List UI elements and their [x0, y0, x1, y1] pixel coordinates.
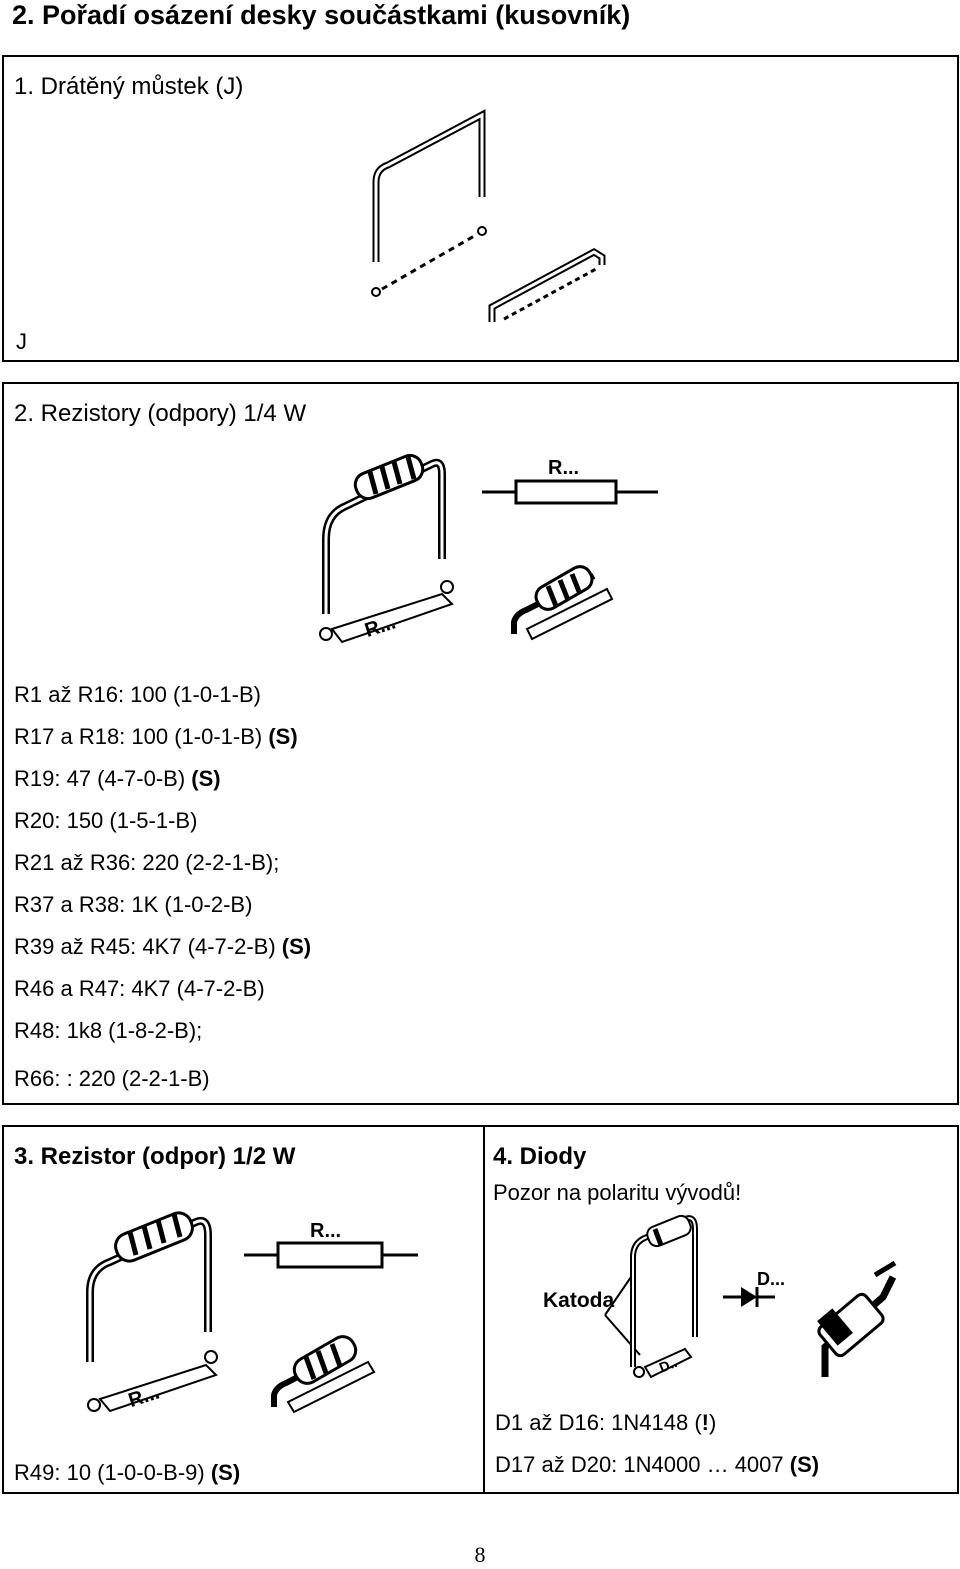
section4-subtitle: Pozor na polaritu vývodů!: [493, 1180, 742, 1205]
resistor-line-6: R37 a R38: 1K (1-0-2-B): [14, 892, 253, 917]
resistor-half-watt-line: R49: 10 (1-0-0-B-9) (S): [14, 1460, 241, 1485]
resistor-line-10: R66: : 220 (2-2-1-B): [14, 1066, 210, 1091]
section1-label: J: [16, 329, 27, 354]
footprint-label: R...: [362, 611, 398, 642]
footprint-label-half: R...: [126, 1381, 162, 1412]
symbol-label-half: R...: [310, 1220, 341, 1242]
resistor-line-8: R46 a R47: 4K7 (4-7-2-B): [14, 976, 265, 1001]
section3-title: 3. Rezistor (odpor) 1/2 W: [14, 1143, 296, 1170]
page-number: 8: [474, 1542, 486, 1567]
resistor-line-3: R19: 47 (4-7-0-B) (S): [14, 766, 221, 791]
resistor-line-1: R1 až R16: 100 (1-0-1-B): [14, 682, 261, 707]
section-wire-bridge: 1. Drátěný můstek (J) J: [2, 55, 959, 362]
page-heading: 2. Pořadí osázení desky součástkami (kus…: [12, 0, 631, 30]
diode-symbol-label: D...: [757, 1269, 785, 1289]
resistor-line-9: R48: 1k8 (1-8-2-B);: [14, 1018, 203, 1043]
svg-text:D..: D..: [657, 1354, 680, 1376]
section-resistors-quarter-watt: 2. Rezistory (odpory) 1/4 W R... R... R1…: [2, 382, 959, 1105]
diode-line-1: D1 až D16: 1N4148 (!): [495, 1410, 717, 1435]
resistor-line-4: R20: 150 (1-5-1-B): [14, 808, 198, 833]
section-diodes: 4. Diody Pozor na polaritu vývodů! Katod…: [483, 1125, 959, 1494]
symbol-label: R...: [548, 457, 579, 479]
resistor-line-5: R21 až R36: 220 (2-2-1-B);: [14, 850, 280, 875]
section1-title: 1. Drátěný můstek (J): [14, 73, 244, 100]
resistor-line-2: R17 a R18: 100 (1-0-1-B) (S): [14, 724, 298, 749]
diode-line-2: D17 až D20: 1N4000 … 4007 (S): [495, 1452, 820, 1477]
resistor-half-watt-illustration: R... R...: [86, 1211, 418, 1414]
cathode-label: Katoda: [543, 1289, 614, 1312]
section2-title: 2. Rezistory (odpory) 1/4 W: [14, 400, 307, 427]
resistor-illustration: R... R...: [319, 453, 658, 644]
resistor-line-7: R39 až R45: 4K7 (4-7-2-B) (S): [14, 934, 312, 959]
diode-illustration: Katoda D.. D...: [543, 1214, 897, 1379]
wire-bridge-illustration: [371, 109, 606, 322]
section4-title: 4. Diody: [493, 1143, 587, 1170]
section-resistor-half-watt: 3. Rezistor (odpor) 1/2 W R... R... R49:…: [2, 1125, 485, 1494]
